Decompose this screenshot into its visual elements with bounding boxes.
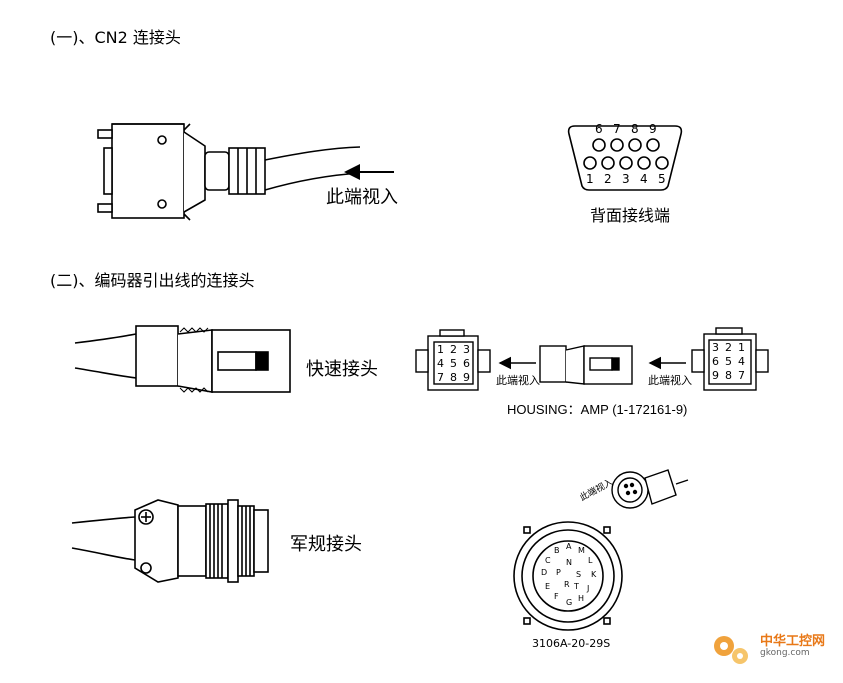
dsub-pin-6: 6 <box>595 122 603 136</box>
dsub-pin-7: 7 <box>613 122 621 136</box>
dsub-pin-5: 5 <box>658 172 666 186</box>
grid-right-cell: 8 <box>725 369 732 382</box>
mil-pin: D <box>541 568 548 577</box>
grid-left-cell: 8 <box>450 371 457 384</box>
mil-pin: R <box>564 580 570 589</box>
mil-pin: B <box>554 546 560 555</box>
gear-icon <box>714 636 748 664</box>
cn2-view-label: 此端视入 <box>326 187 398 208</box>
grid-left-cell: 9 <box>463 371 470 384</box>
dsub-pin-9: 9 <box>649 122 657 136</box>
watermark-main: 中华工控网 <box>760 634 826 649</box>
dsub-pin-4: 4 <box>640 172 648 186</box>
housing-grid-right: 3 2 1 6 5 4 9 8 7 <box>710 341 750 383</box>
military-pin-letters: A B C D E F G H J K L M N P R S T <box>530 540 606 612</box>
mil-pin: E <box>545 582 551 591</box>
mil-pin: A <box>566 542 572 551</box>
military-connector-oblique <box>611 469 689 509</box>
grid-left-cell: 5 <box>450 357 457 370</box>
military-view-label: 此端视入 <box>578 477 615 504</box>
housing-grid-left: 1 2 3 4 5 6 7 8 9 <box>435 343 473 385</box>
dsub-pin-2: 2 <box>604 172 612 186</box>
mil-pin: L <box>588 556 593 565</box>
mil-pin: G <box>566 598 573 607</box>
grid-right-cell: 7 <box>738 369 745 382</box>
military-part-number: 3106A-20-29S <box>532 637 611 650</box>
mil-pin: F <box>554 592 559 601</box>
dsub-pins-top <box>592 138 660 152</box>
grid-left-cell: 6 <box>463 357 470 370</box>
military-connector-drawing <box>71 499 269 583</box>
housing-label: HOUSING：AMP (1-172161-9) <box>507 402 688 417</box>
grid-right-cell: 3 <box>712 341 719 354</box>
grid-left-cell: 2 <box>450 343 457 356</box>
section-heading-encoder: (二)、编码器引出线的连接头 <box>50 271 255 290</box>
dsub-pin-3: 3 <box>622 172 630 186</box>
section-heading-cn2: (一)、CN2 连接头 <box>50 28 181 47</box>
military-connector-label: 军规接头 <box>290 534 362 555</box>
grid-left-cell: 1 <box>437 343 444 356</box>
mil-pin: K <box>591 570 597 579</box>
mil-pin: J <box>587 584 590 593</box>
watermark: 中华工控网 gkong.com <box>708 628 838 670</box>
grid-left-cell: 7 <box>437 371 444 384</box>
dsub-pin-1: 1 <box>586 172 594 186</box>
dsub-pins-bottom <box>583 156 669 170</box>
grid-right-cell: 4 <box>738 355 745 368</box>
mil-pin: P <box>556 568 561 577</box>
grid-right-cell: 6 <box>712 355 719 368</box>
quick-connector-label: 快速接头 <box>306 359 378 380</box>
mil-pin: C <box>545 556 551 565</box>
mil-pin: H <box>578 594 585 603</box>
encoder-view-label-right: 此端视入 <box>648 374 692 387</box>
grid-right-cell: 1 <box>738 341 745 354</box>
mil-pin: N <box>566 558 572 567</box>
grid-right-cell: 2 <box>725 341 732 354</box>
quick-connector-drawing <box>74 325 291 393</box>
dsub-pin-8: 8 <box>631 122 639 136</box>
grid-right-cell: 9 <box>712 369 719 382</box>
mil-pin: T <box>574 582 579 591</box>
grid-left-cell: 4 <box>437 357 444 370</box>
encoder-view-label-left: 此端视入 <box>496 374 540 387</box>
quick-connector-small <box>539 345 633 385</box>
mil-pin: M <box>578 546 585 555</box>
cn2-connector-drawing <box>97 123 361 221</box>
grid-left-cell: 3 <box>463 343 470 356</box>
watermark-sub: gkong.com <box>760 648 810 658</box>
mil-pin: S <box>576 570 582 579</box>
cn2-back-terminal-label: 背面接线端 <box>590 208 671 225</box>
grid-right-cell: 5 <box>725 355 732 368</box>
